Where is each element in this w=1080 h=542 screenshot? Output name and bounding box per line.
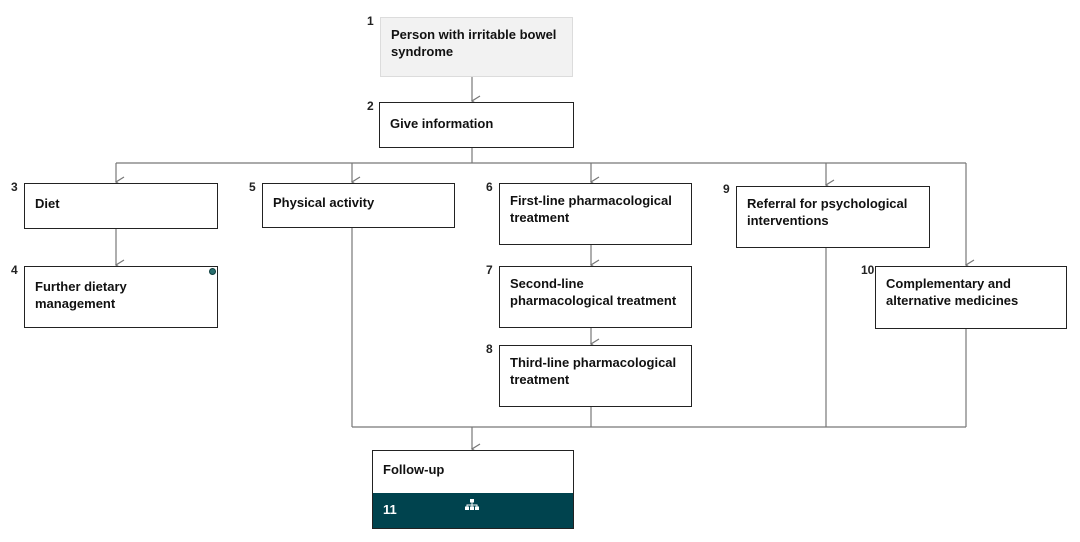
node-7-number: 7 [486,263,493,277]
node-4-number: 4 [11,263,18,277]
node-3-number: 3 [11,180,18,194]
node-8-number: 8 [486,342,493,356]
node-referral-psychological-interventions[interactable]: Referral for psychological interventions [736,186,930,248]
node-6-label: First-line pharmacological treatment [510,193,672,225]
node-second-line-pharmacological-treatment[interactable]: Second-line pharmacological treatment [499,266,692,328]
indicator-dot-icon [209,268,216,275]
node-1-number: 1 [367,14,374,28]
node-9-label: Referral for psychological interventions [747,196,908,228]
node-6-number: 6 [486,180,493,194]
node-4-label: Further dietary management [35,279,127,311]
node-8-label: Third-line pharmacological treatment [510,355,677,387]
node-physical-activity[interactable]: Physical activity [262,183,455,228]
node-3-label: Diet [35,196,60,211]
node-1-label: Person with irritable bowel syndrome [391,27,557,59]
node-5-label: Physical activity [273,195,375,210]
node-7-label: Second-line pharmacological treatment [510,276,677,308]
node-10-number: 10 [861,263,875,277]
node-third-line-pharmacological-treatment[interactable]: Third-line pharmacological treatment [499,345,692,407]
node-10-label: Complementary and alternative medicines [886,276,1019,308]
node-give-information[interactable]: Give information [379,102,574,148]
node-2-number: 2 [367,99,374,113]
node-person-with-ibs[interactable]: Person with irritable bowel syndrome [380,17,573,77]
node-follow-up[interactable]: Follow-up 11 [372,450,574,529]
node-diet[interactable]: Diet [24,183,218,229]
node-9-number: 9 [723,182,730,196]
node-2-label: Give information [390,116,494,131]
node-further-dietary-management[interactable]: Further dietary management [24,266,218,328]
node-11-number: 11 [383,502,397,517]
node-first-line-pharmacological-treatment[interactable]: First-line pharmacological treatment [499,183,692,245]
hierarchy-icon[interactable] [465,498,479,516]
node-11-label: Follow-up [383,462,445,477]
follow-up-footer-bar: 11 [373,493,573,528]
node-complementary-alternative-medicines[interactable]: Complementary and alternative medicines [875,266,1067,329]
node-5-number: 5 [249,180,256,194]
